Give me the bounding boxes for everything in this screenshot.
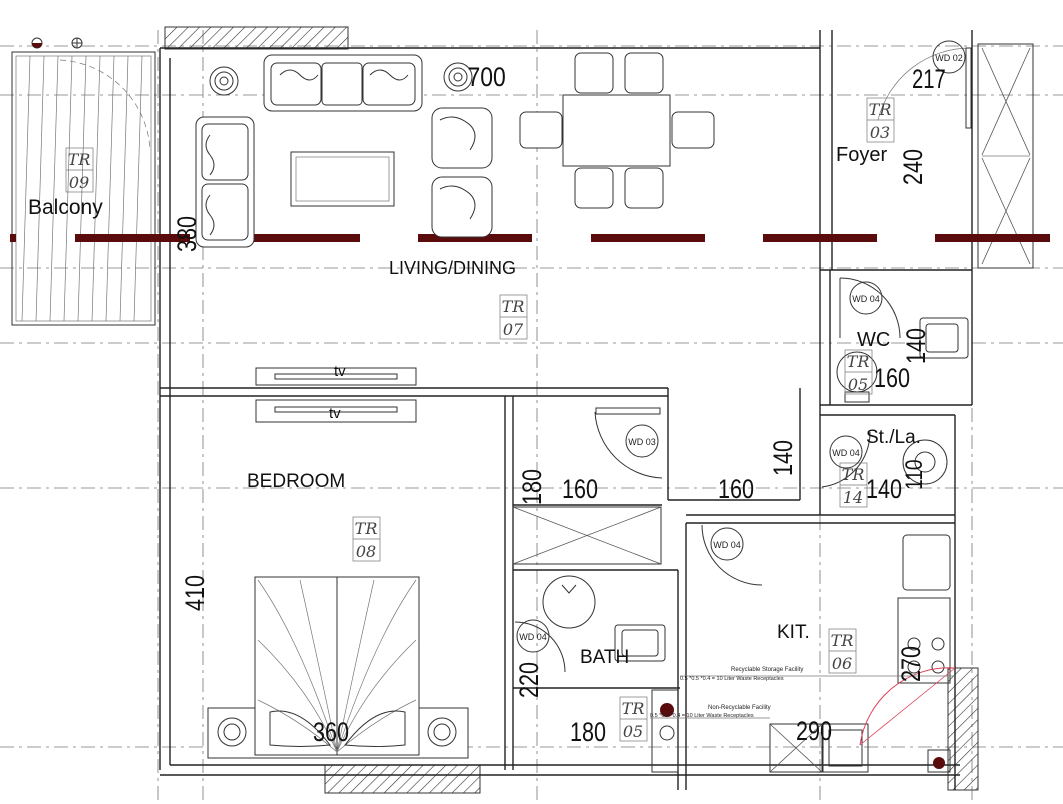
column-kitchen-corner (947, 667, 979, 791)
room-label-living: LIVING/DINING (389, 258, 516, 278)
foyer-cupboard (877, 43, 1034, 269)
room-tag-bedroom: TR 08 (352, 516, 381, 562)
tag-label: TR (842, 465, 865, 484)
armchair (431, 107, 493, 169)
tag-number: 07 (503, 320, 524, 339)
room-label-store: St./La. (866, 427, 921, 448)
tag-label: TR (68, 150, 91, 169)
dim-bedroom-width: 360 (313, 718, 349, 748)
room-tag-kitchen: TR 06 (828, 628, 857, 674)
svg-text:WD 04: WD 04 (832, 448, 860, 458)
room-label-balcony: Balcony (28, 196, 103, 219)
dimension-labels: 700 217 240 380 160 140 180 160 160 140 … (173, 62, 946, 747)
section-line-segment (10, 234, 16, 242)
section-line-segment (935, 234, 1050, 242)
nonrecyclable-title: Non-Recyclable Facility (708, 705, 771, 711)
corridor-fixtures (512, 407, 763, 586)
dim-bath-entry-height: 180 (518, 469, 548, 505)
door-tag-foyer: WD 02 (932, 40, 966, 74)
dim-foyer-door: 217 (912, 64, 946, 95)
svg-text:WD 03: WD 03 (628, 437, 656, 447)
door-tag-wc: WD 04 (849, 281, 883, 315)
room-label-bedroom: BEDROOM (247, 471, 345, 492)
tag-number: 09 (69, 173, 89, 192)
bed (207, 576, 469, 759)
door-tag-kitchen: WD 04 (710, 527, 744, 561)
nonrecyclable-spec: 0.5 *0.5 *0.4 = 10 Liter Waste Receptacl… (650, 713, 754, 719)
waste-notes: Recyclable Storage Facility 0.5 *0.5 *0.… (650, 667, 803, 719)
dim-kitchen-width: 290 (796, 717, 832, 747)
north-arrow-icon (31, 37, 83, 49)
svg-text:WD 04: WD 04 (713, 540, 741, 550)
living-furniture (195, 52, 715, 423)
room-tag-balcony: TR 09 (65, 147, 94, 193)
room-tag-wc: TR 05 (844, 349, 873, 395)
section-line (10, 234, 1050, 242)
recyclable-spec: 0.5 *0.5 *0.4 = 10 Liter Waste Receptacl… (680, 676, 784, 682)
dim-store-height: 110 (900, 459, 928, 490)
dim-bedroom-height: 410 (181, 575, 211, 611)
walls (159, 30, 973, 790)
recyclable-title: Recyclable Storage Facility (731, 667, 803, 673)
tag-number: 06 (832, 654, 852, 673)
section-line-segment (245, 234, 360, 242)
room-label-foyer: Foyer (836, 144, 887, 166)
dim-bath-entry-width: 160 (562, 475, 598, 505)
tv-label-living: tv (334, 363, 346, 380)
room-tag-foyer: TR 03 (866, 97, 895, 143)
dim-corridor-width: 160 (718, 475, 754, 505)
svg-text:WD 04: WD 04 (852, 294, 880, 304)
dim-living-height: 380 (173, 216, 203, 252)
dim-living-width: 700 (468, 62, 506, 92)
dining-table (562, 94, 671, 167)
lamp-icon (443, 62, 473, 92)
door-tag-bath-entry: WD 03 (625, 424, 659, 458)
column-bottom (324, 764, 481, 794)
armchair (431, 176, 493, 238)
svg-text:WD 02: WD 02 (935, 53, 963, 63)
dim-kitchen-height: 270 (897, 646, 927, 682)
lamp-icon (209, 66, 239, 96)
room-tag-bath: TR 05 (619, 696, 648, 742)
room-tag-living: TR 07 (499, 294, 528, 340)
section-line-segment (591, 234, 705, 242)
tag-label: TR (831, 631, 854, 650)
coffee-table (290, 151, 395, 207)
dim-wc-width: 160 (874, 364, 910, 394)
dim-wc-height: 140 (902, 328, 932, 364)
section-line-segment (418, 234, 532, 242)
dim-corridor-height: 140 (769, 440, 799, 476)
door-tag-bath: WD 04 (516, 619, 550, 653)
balcony (11, 51, 156, 326)
store-fixtures (821, 431, 948, 488)
svg-text:WD 04: WD 04 (519, 632, 547, 642)
tag-label: TR (355, 519, 378, 538)
room-tag-store: TR 14 (839, 462, 868, 508)
dim-bath-width: 180 (570, 718, 606, 748)
tag-label: TR (847, 352, 870, 371)
room-label-bath: BATH (580, 647, 629, 668)
room-label-kitchen: KIT. (777, 622, 810, 643)
tag-label: TR (622, 699, 645, 718)
section-line-segment (75, 234, 190, 242)
tag-number: 03 (870, 123, 890, 142)
tag-number: 05 (848, 375, 868, 394)
wc-fixtures (836, 277, 969, 403)
door-tag-store: WD 04 (829, 435, 863, 469)
section-line-segment (763, 234, 877, 242)
tag-number: 14 (843, 488, 863, 507)
room-label-wc: WC (857, 329, 890, 351)
dim-store-width: 140 (866, 475, 902, 505)
tag-label: TR (502, 297, 525, 316)
tag-number: 08 (356, 542, 376, 561)
kitchen-fixtures (650, 534, 956, 773)
tag-number: 05 (623, 722, 643, 741)
tag-label: TR (869, 100, 892, 119)
column-top (164, 26, 349, 50)
dim-foyer-height: 240 (899, 149, 929, 185)
tv-label-bedroom: tv (329, 405, 341, 422)
dim-bath-height: 220 (515, 662, 545, 698)
